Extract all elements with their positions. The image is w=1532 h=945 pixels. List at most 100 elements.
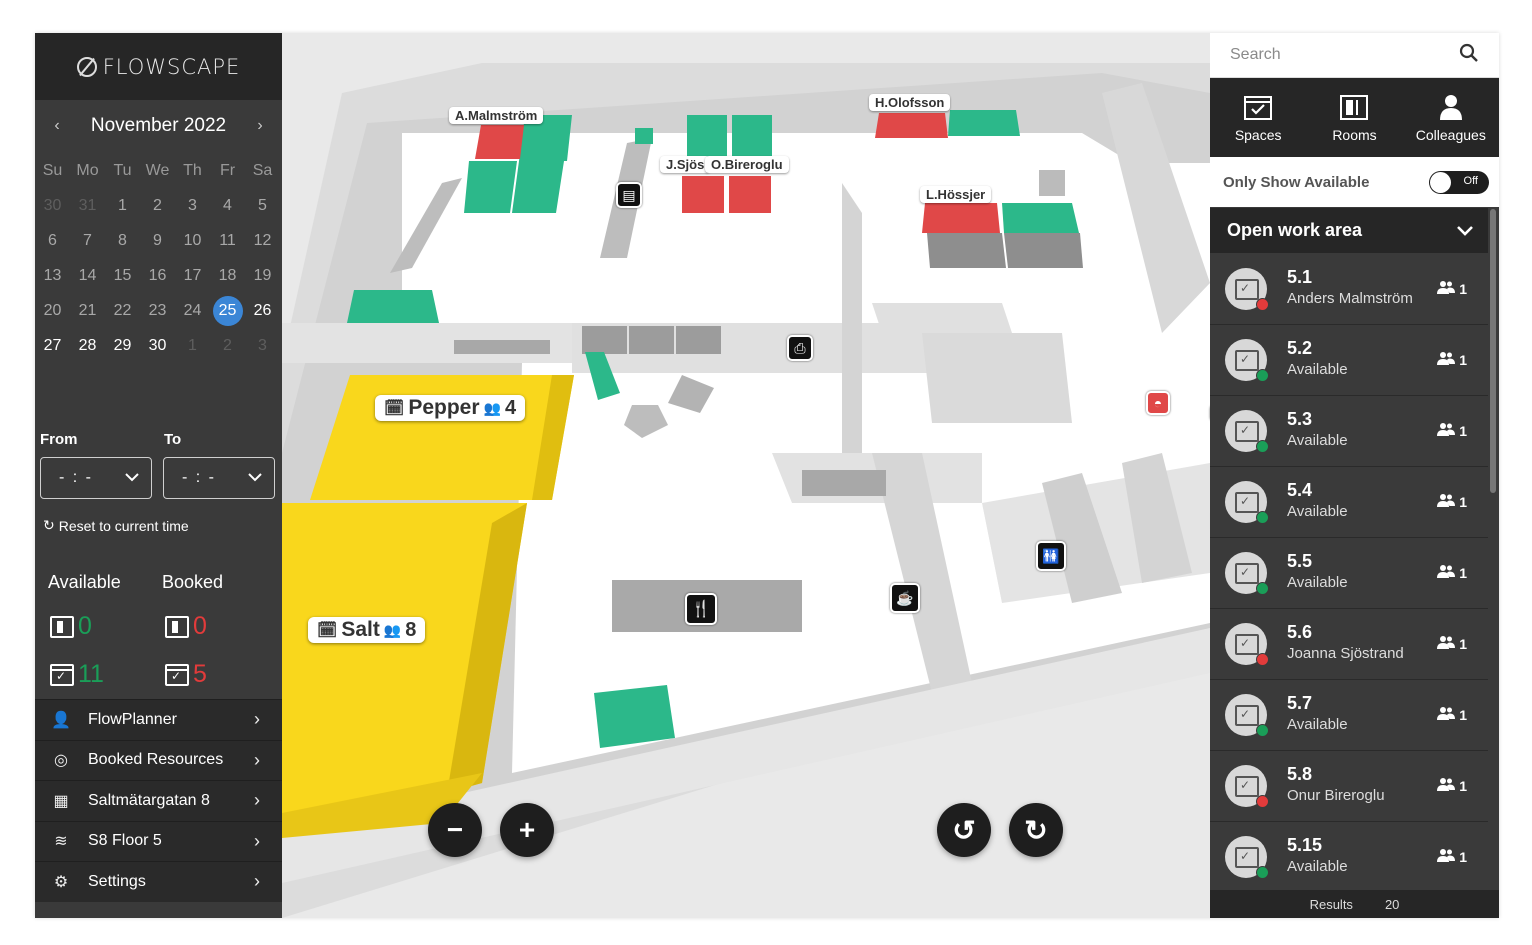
locker-icon[interactable]: ▤: [616, 182, 642, 208]
chevron-right-icon: ›: [254, 871, 260, 892]
calendar-day[interactable]: 30: [148, 336, 167, 354]
to-time-select[interactable]: - : -: [163, 457, 275, 499]
section-open-work-area[interactable]: Open work area: [1210, 208, 1488, 253]
seat-count: 1: [1437, 493, 1467, 510]
zoom-out-button[interactable]: −: [428, 803, 482, 857]
space-id: 5.6: [1287, 622, 1313, 642]
desk-label-o-bireroglu[interactable]: O.Bireroglu: [705, 156, 789, 173]
calendar-day: 22: [113, 301, 132, 319]
calendar-check-icon: [1243, 93, 1273, 121]
space-occupant: Joanna Sjöstrand: [1287, 645, 1404, 662]
menu-item-floor[interactable]: ≋ S8 Floor 5 ›: [35, 820, 282, 861]
desk-label-j-sjos[interactable]: J.Sjös: [660, 156, 711, 173]
reset-time-button[interactable]: ↻ Reset to current time: [43, 517, 189, 534]
seat-count-value: 1: [1459, 777, 1467, 794]
calendar-day: 1: [118, 196, 127, 214]
people-icon: 👥: [483, 399, 501, 416]
rooms-booked-stat: 0: [165, 612, 207, 641]
calendar-day[interactable]: 26: [253, 301, 272, 319]
restroom-icon[interactable]: 🚻: [1036, 541, 1066, 571]
room-tag-salt[interactable]: 🗓 Salt 👥 8: [308, 617, 426, 643]
space-id: 5.15: [1287, 835, 1323, 855]
status-dot: [1256, 369, 1269, 382]
tab-colleagues[interactable]: Colleagues: [1403, 78, 1499, 157]
menu-item-building[interactable]: ▦ Saltmätargatan 8 ›: [35, 780, 282, 821]
brand-name: FLOWSCAPE: [102, 54, 241, 79]
desk-label-l-hossjer[interactable]: L.Hössjer: [920, 186, 992, 203]
spaces-available-count: 11: [78, 660, 104, 688]
seat-count: 1: [1437, 422, 1467, 439]
rooms-available-stat: 0: [50, 612, 92, 641]
calendar-weekday-row: Su Mo Tu We Th Fr Sa: [35, 153, 282, 188]
seat-count-value: 1: [1459, 493, 1467, 510]
calendar-day: 24: [183, 301, 202, 319]
seat-count: 1: [1437, 706, 1467, 723]
space-id: 5.4: [1287, 480, 1313, 500]
door-icon: [50, 615, 74, 638]
list-scrollbar[interactable]: [1490, 209, 1496, 493]
printer-icon[interactable]: ⎙: [787, 335, 813, 361]
tab-spaces[interactable]: Spaces: [1210, 78, 1306, 157]
menu-item-settings[interactable]: ⚙ Settings ›: [35, 861, 282, 902]
seat-count-value: 1: [1459, 351, 1467, 368]
zoom-in-button[interactable]: +: [500, 803, 554, 857]
people-icon: [1437, 493, 1456, 510]
chevron-right-icon: ›: [254, 790, 260, 811]
coffee-icon[interactable]: ☕: [890, 583, 920, 613]
seat-count: 1: [1437, 848, 1467, 865]
rotate-right-button[interactable]: ↻: [1009, 803, 1063, 857]
app-window: FLOWSCAPE ‹ November 2022 › Su Mo Tu We …: [35, 33, 1499, 918]
next-month-button[interactable]: ›: [257, 117, 263, 134]
space-occupant: Available: [1287, 361, 1348, 378]
calendar-day[interactable]: 27: [43, 336, 62, 354]
space-occupant: Onur Bireroglu: [1287, 787, 1385, 804]
calendar-day-today[interactable]: 25: [212, 295, 243, 326]
alarm-icon[interactable]: ◓: [1146, 391, 1170, 415]
status-dot: [1256, 440, 1269, 453]
menu-item-label: Booked Resources: [88, 751, 224, 769]
chevron-right-icon: ›: [254, 709, 260, 730]
calendar-day: 8: [118, 231, 127, 249]
person-icon: [1436, 93, 1466, 121]
floor-map[interactable]: A.Malmström J.Sjös O.Bireroglu H.Olofsso…: [282, 33, 1210, 918]
weekday-label: Su: [42, 161, 63, 179]
calendar-day: 7: [83, 231, 92, 249]
search-icon[interactable]: [1459, 43, 1479, 68]
chevron-right-icon: ›: [254, 749, 260, 770]
space-occupant: Available: [1287, 858, 1348, 875]
gear-icon: ⚙: [53, 873, 69, 891]
space-id: 5.5: [1287, 551, 1313, 571]
seat-count: 1: [1437, 635, 1467, 652]
desk-label-h-olofsson[interactable]: H.Olofsson: [869, 94, 951, 111]
desk-label-a-malmstrom[interactable]: A.Malmström: [449, 107, 544, 124]
calendar-day[interactable]: 29: [113, 336, 132, 354]
only-available-toggle[interactable]: Off: [1429, 170, 1489, 194]
seat-count: 1: [1437, 777, 1467, 794]
section-title: Open work area: [1227, 220, 1363, 240]
tab-rooms[interactable]: Rooms: [1306, 78, 1402, 157]
menu-item-booked-resources[interactable]: ◎ Booked Resources ›: [35, 739, 282, 780]
menu-item-label: Saltmätargatan 8: [88, 791, 210, 809]
room-tag-pepper[interactable]: 🗓 Pepper 👥 4: [375, 395, 526, 421]
calendar-day[interactable]: 28: [78, 336, 97, 354]
calendar-day: 30: [43, 196, 62, 214]
calendar-day: 10: [183, 231, 202, 249]
room-capacity: 4: [504, 396, 517, 419]
from-time-select[interactable]: - : -: [40, 457, 152, 499]
search-input[interactable]: [1230, 46, 1430, 64]
prev-month-button[interactable]: ‹: [54, 117, 60, 134]
rotate-left-button[interactable]: ↺: [937, 803, 991, 857]
restaurant-icon[interactable]: 🍴: [685, 593, 717, 625]
menu-item-flowplanner[interactable]: 👤 FlowPlanner ›: [35, 699, 282, 740]
